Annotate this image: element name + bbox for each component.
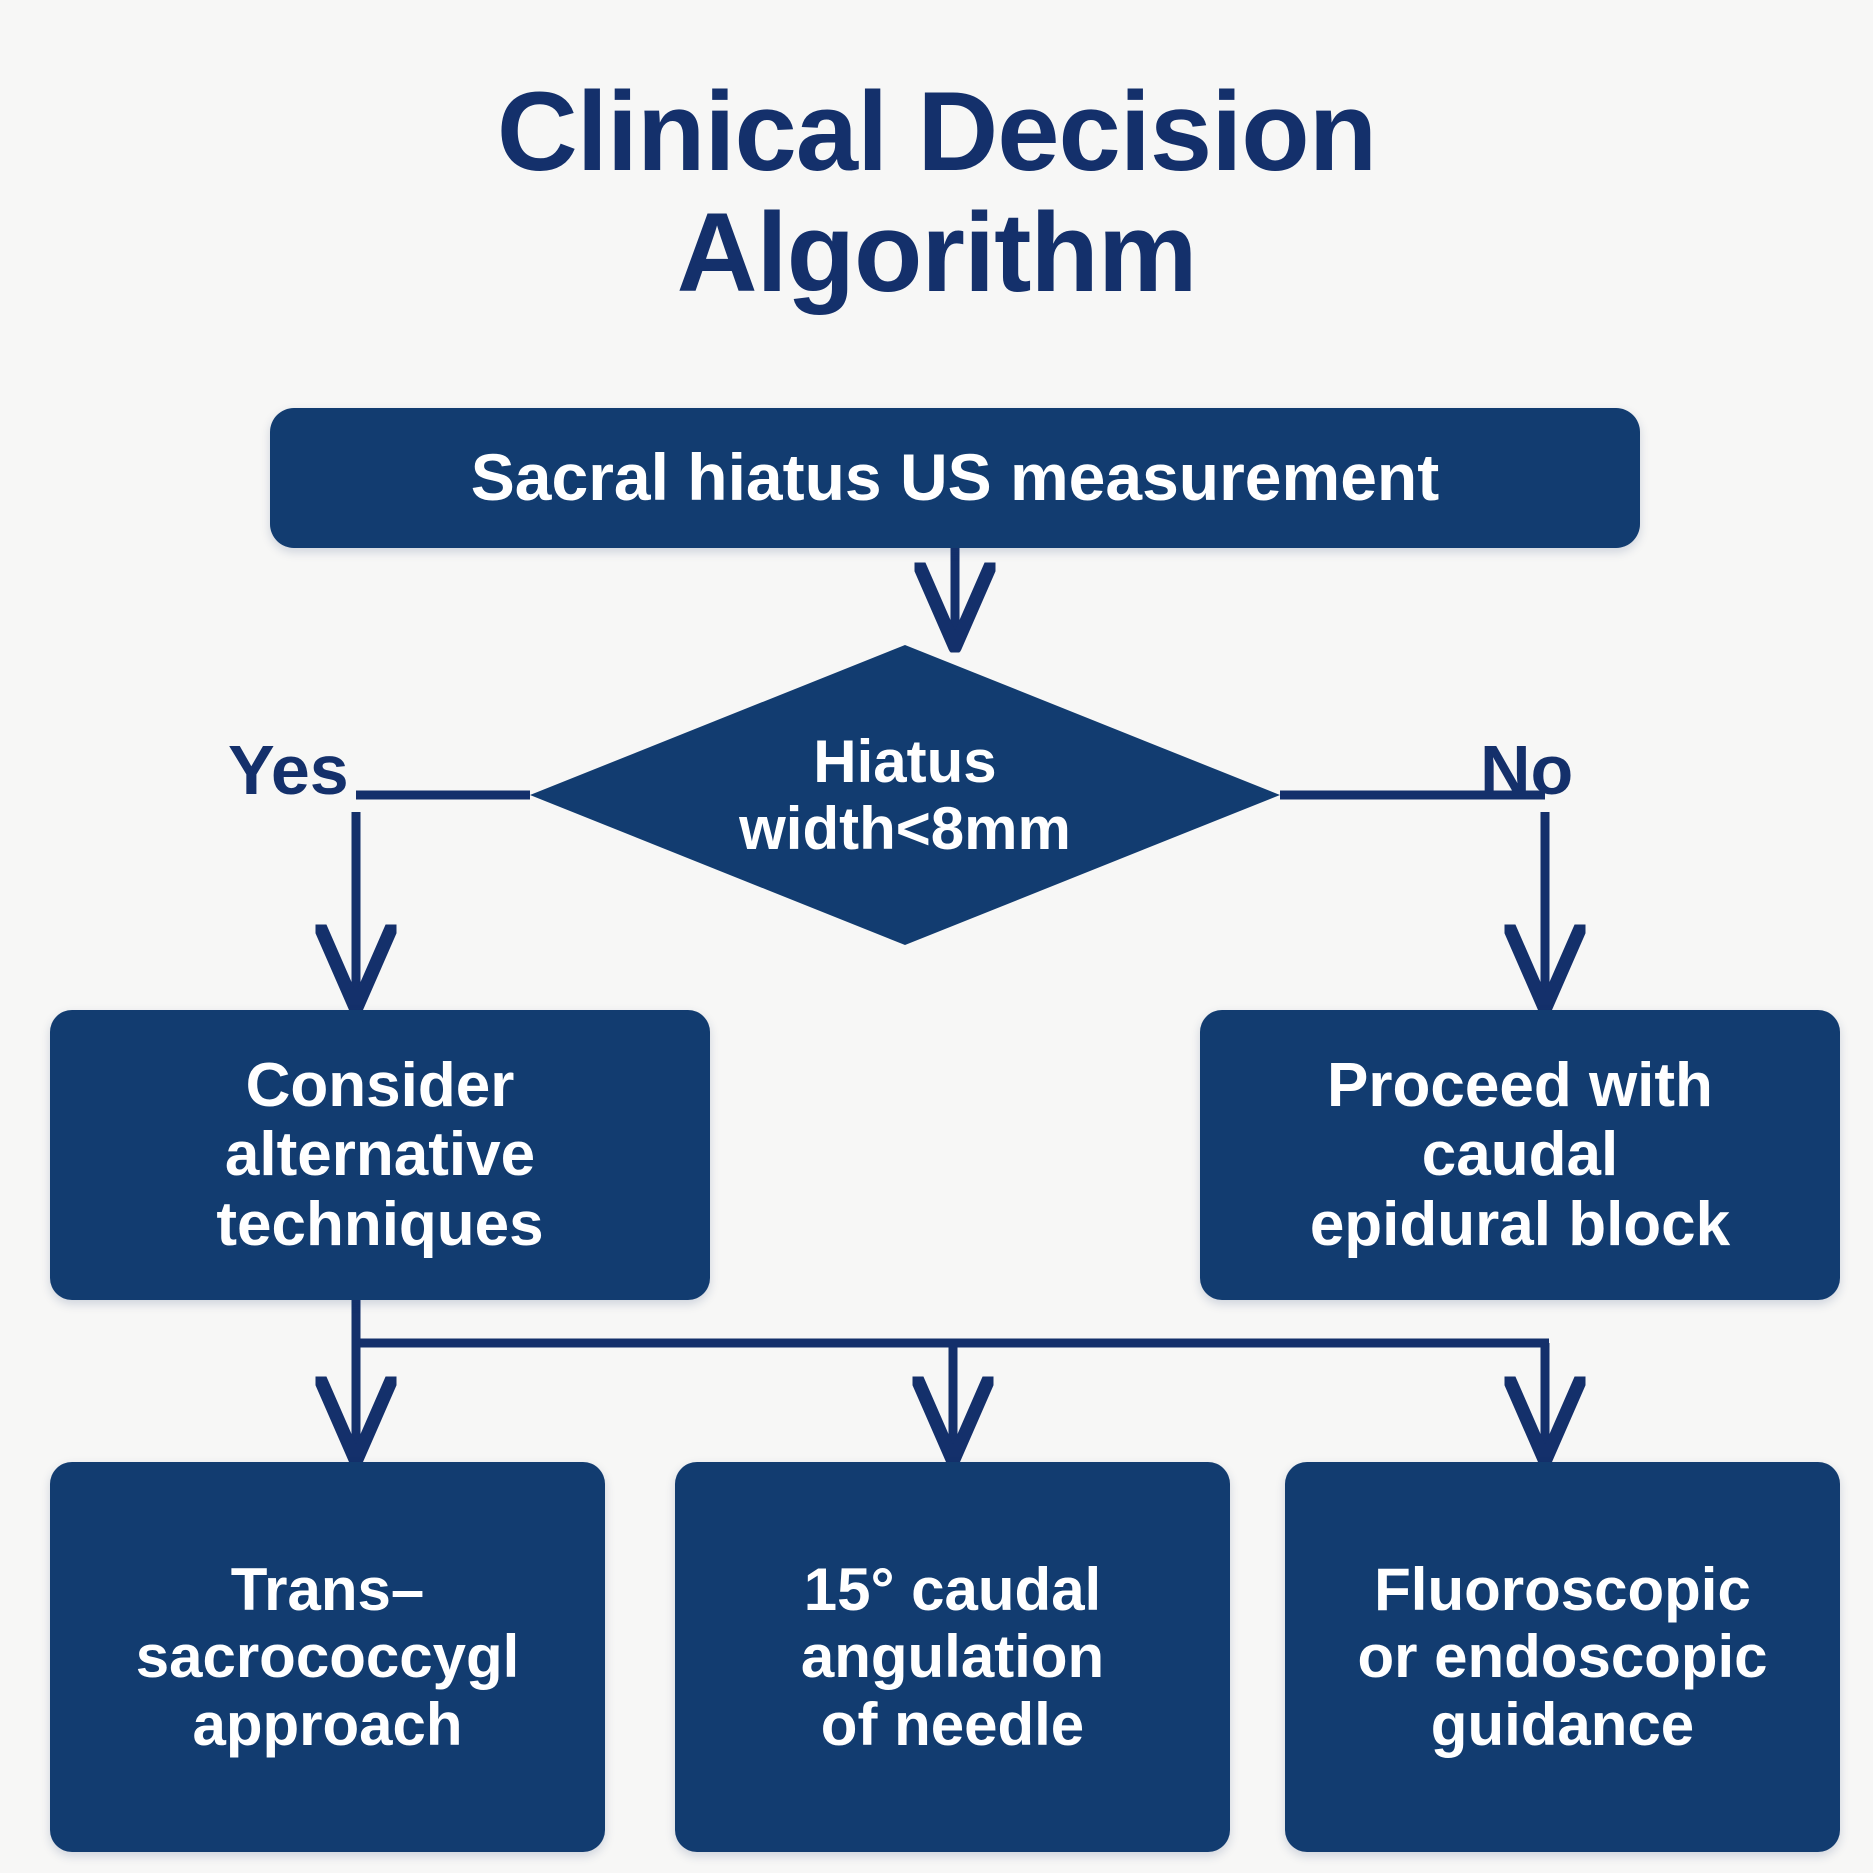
node-proceed-with-caudal-epidural-block[interactable]: Proceed with caudal epidural block [1200, 1010, 1840, 1300]
node-15-degree-caudal-angulation[interactable]: 15° caudal angulation of needle [675, 1462, 1230, 1852]
branch-label-no: No [1480, 731, 1574, 809]
node-fluoroscopic-or-endoscopic-guidance[interactable]: Fluoroscopic or endoscopic guidance [1285, 1462, 1840, 1852]
decision-label: Hiatus width<8mm [739, 727, 1071, 862]
page-title: Clinical Decision Algorithm [496, 69, 1377, 315]
node-trans-sacrococcygeal-approach[interactable]: Trans– sacrococcygl approach [50, 1462, 605, 1852]
node-sacral-hiatus-us-measurement[interactable]: Sacral hiatus US measurement [270, 408, 1640, 548]
decision-hiatus-width[interactable]: Hiatus width<8mm [530, 645, 1280, 945]
branch-label-yes: Yes [228, 731, 349, 809]
node-consider-alternative-techniques[interactable]: Consider alternative techniques [50, 1010, 710, 1300]
